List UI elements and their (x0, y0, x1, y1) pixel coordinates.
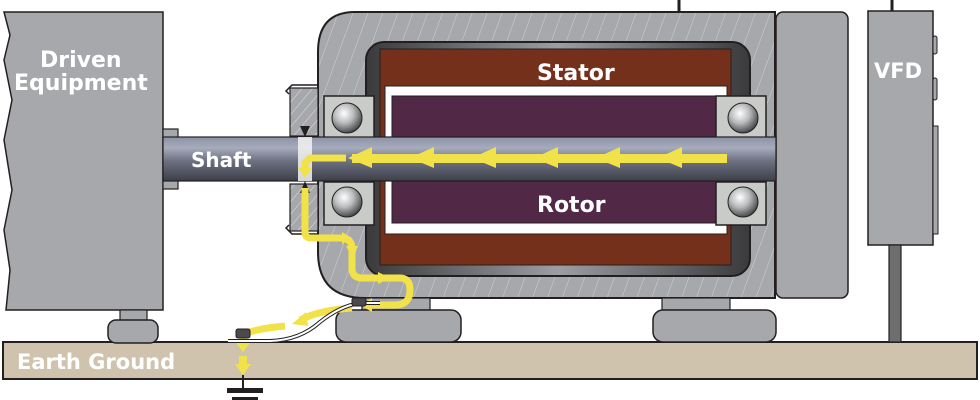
earth-ground: Earth Ground (2, 341, 978, 380)
bearing-left-bottom (323, 181, 375, 226)
current-through-frame (301, 188, 414, 309)
earth-ground-label: Earth Ground (17, 350, 175, 374)
vfd-body (867, 10, 934, 246)
grounding-strap (228, 297, 380, 343)
ground-symbol-icon (227, 375, 263, 400)
motor-end-bell (775, 11, 849, 299)
arrow-head (596, 147, 620, 168)
brush-fibers-top (300, 126, 310, 137)
arrow-head (658, 147, 682, 168)
driven-equipment-label-line1: Driven (40, 48, 122, 73)
driven-foot (107, 319, 159, 344)
vfd-side-panel (932, 125, 939, 235)
shaft-current-arrows (348, 147, 727, 168)
driven-equipment-label-line2: Equipment (14, 71, 148, 96)
motor-foot-right (652, 309, 777, 343)
strap-bolt-ground (235, 328, 251, 339)
arrow-head (348, 147, 372, 168)
strap-bolt-motor (351, 297, 367, 307)
ground-slab (2, 341, 978, 380)
bearing-right-bottom (715, 181, 767, 226)
arrow-head (410, 147, 434, 168)
vfd-stand (888, 244, 902, 343)
stator-label: Stator (537, 61, 615, 86)
bearing-left-top (323, 95, 375, 140)
vfd: VFD (867, 0, 939, 343)
shaft-label: Shaft (191, 148, 252, 172)
bearing-right-top (715, 95, 767, 140)
motor-foot-left (335, 309, 462, 343)
rotor-label: Rotor (537, 193, 606, 218)
vfd-label: VFD (874, 59, 922, 83)
motor-foot-stem-right (661, 297, 731, 311)
current-into-ring (301, 154, 346, 170)
vfd-button-2 (932, 77, 938, 101)
arrow-head (534, 147, 558, 168)
bearing-ball (727, 102, 759, 134)
vfd-button-1 (932, 35, 938, 55)
bearing-ball (727, 186, 759, 218)
arrow-head (472, 147, 496, 168)
bearing-ball (331, 186, 363, 218)
driven-equipment-body (3, 11, 164, 311)
driven-equipment: Driven Equipment (3, 11, 179, 344)
current-path (235, 147, 727, 375)
bearing-ball (331, 102, 363, 134)
